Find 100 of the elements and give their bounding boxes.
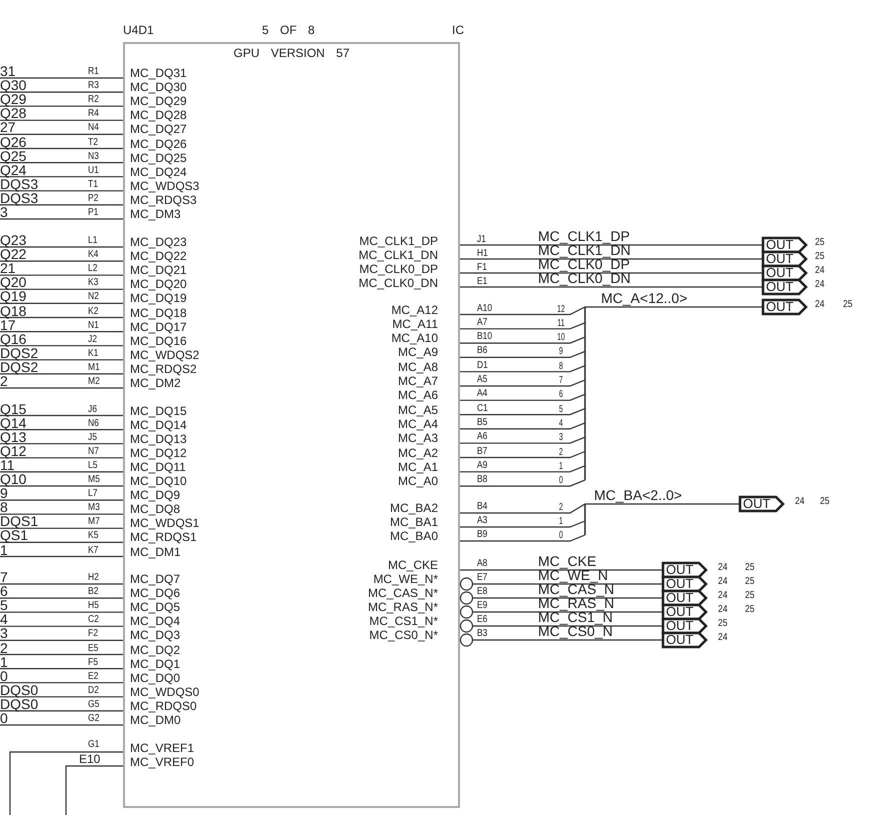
pin-number: L2 (88, 264, 98, 274)
wire (460, 577, 663, 591)
pin-name: MC_DM0 (130, 714, 181, 726)
pin-name: MC_DM2 (130, 377, 181, 389)
pin-number: M1 (88, 362, 100, 373)
pin-number: K1 (88, 348, 98, 359)
pin-name: MC_DQ12 (130, 446, 187, 459)
net-name: Q20 (0, 275, 26, 290)
page-reference: 25 (745, 563, 754, 573)
pin-number: B5 (477, 418, 488, 428)
net-label: MC_CLK1_DN (538, 243, 631, 257)
pin-name: MC_DQ13 (130, 432, 187, 445)
pin-name: MC_CS0_N* (369, 629, 438, 641)
pin-number: B10 (477, 332, 492, 342)
page-reference: 24 (718, 563, 728, 573)
net-label: MC_CS1_N (538, 610, 613, 624)
pin-number: H1 (477, 249, 488, 259)
pin-name: MC_A0 (398, 475, 438, 488)
net-name: Q16 (0, 332, 26, 346)
pin-number: B9 (477, 530, 488, 540)
wire (460, 569, 663, 571)
pin-name: MC_VREF1 (130, 742, 194, 754)
net-name: Q24 (0, 162, 26, 177)
pin-number: F2 (88, 629, 98, 640)
pin-number: F5 (88, 658, 98, 668)
pin-number: U1 (88, 166, 99, 176)
off-page-connector: OUT (663, 605, 706, 619)
net-name: 2 (0, 374, 8, 388)
pin-name: MC_A9 (398, 346, 438, 358)
pin-number: K5 (88, 531, 98, 542)
pin-number: P2 (88, 194, 98, 204)
pin-name: MC_A6 (398, 389, 438, 402)
net-name: DQS2 (0, 346, 38, 360)
pin-number: E9 (477, 601, 488, 611)
pin-number: N7 (88, 446, 99, 457)
net-label: MC_CAS_N (538, 582, 614, 596)
pin-number: A5 (477, 375, 488, 385)
page-reference: 24 (815, 280, 824, 290)
pin-number: A10 (477, 304, 492, 314)
page-reference: 24 (718, 633, 728, 643)
bus-index: 0 (559, 476, 563, 486)
pin-number: F1 (477, 263, 487, 273)
off-page-connector: OUT (663, 633, 706, 647)
bus-index: 11 (557, 318, 565, 329)
wire (460, 503, 740, 514)
page-reference: 25 (718, 619, 728, 629)
bus-index: 12 (557, 304, 565, 314)
wire (460, 605, 663, 619)
pin-number: R2 (88, 95, 99, 106)
wire (460, 619, 663, 633)
pin-name: MC_DQ6 (130, 587, 180, 600)
pin-number: M7 (88, 517, 100, 528)
pin-name: MC_DQ24 (130, 166, 187, 178)
pin-number: B4 (477, 502, 488, 512)
pin-name: MC_RDQS1 (130, 531, 197, 544)
off-page-connector: OUT (763, 252, 806, 266)
pin-number: D2 (88, 686, 99, 696)
pin-number: P1 (88, 208, 98, 218)
net-name: Q14 (0, 416, 26, 430)
pin-number: K2 (88, 306, 98, 316)
pin-name: MC_RDQS2 (130, 362, 197, 375)
bus-index: 4 (559, 418, 563, 429)
pin-name: MC_BA2 (390, 502, 438, 514)
pin-name: MC_DQ3 (130, 629, 180, 642)
pin-number: A9 (477, 460, 488, 471)
pin-number: A7 (477, 318, 488, 328)
pin-name: MC_A5 (398, 404, 438, 416)
pin-name: MC_VREF0 (130, 756, 194, 768)
net-label: MC_CLK0_DN (538, 271, 631, 285)
pin-number: N3 (88, 152, 99, 162)
net-name: 8 (0, 500, 8, 514)
pin-name: MC_CLK1_DN (358, 249, 438, 261)
pin-name: MC_DQ20 (130, 278, 187, 290)
pin-name: MC_DQ7 (130, 573, 180, 585)
pin-number: M3 (88, 503, 100, 514)
pin-number: G1 (88, 740, 100, 750)
wire (460, 306, 763, 316)
off-page-connector: OUT (763, 280, 806, 294)
pin-name: MC_DQ14 (130, 418, 187, 431)
pin-name: MC_RAS_N* (368, 601, 438, 613)
pin-name: MC_WE_N* (373, 573, 438, 585)
net-name: Q19 (0, 289, 26, 304)
net-name: 21 (0, 261, 16, 276)
off-page-connector: OUT (740, 497, 783, 511)
off-page-connector: OUT (663, 577, 706, 591)
pin-name: MC_A8 (398, 360, 438, 373)
net-name: Q23 (0, 233, 26, 247)
pin-name: MC_DQ23 (130, 236, 187, 248)
pin-name: MC_CS1_N* (369, 615, 438, 627)
pin-name: MC_WDQS0 (130, 686, 200, 698)
net-name: 27 (0, 120, 16, 134)
pin-number: G2 (88, 714, 100, 724)
pin-name: MC_DQ25 (130, 152, 187, 164)
pin-name: MC_A7 (398, 375, 438, 387)
net-name: 5 (0, 598, 8, 612)
pin-number: N6 (88, 418, 99, 429)
net-label: MC_BA<2..0> (594, 488, 682, 502)
pin-number: R4 (88, 109, 99, 120)
pin-number: J2 (88, 334, 97, 345)
pin-name: MC_DQ4 (130, 615, 180, 628)
